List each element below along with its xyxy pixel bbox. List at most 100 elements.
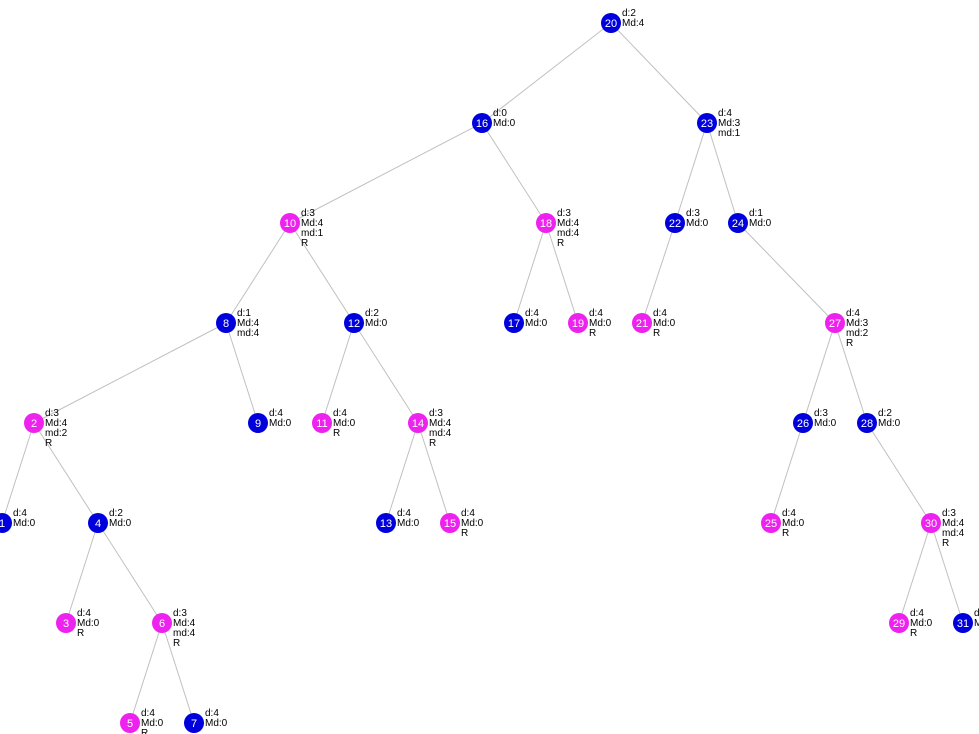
node-info-line: R bbox=[301, 238, 308, 249]
tree-edge bbox=[898, 522, 932, 624]
tree-node-15: 15d:4Md:0R bbox=[440, 508, 484, 539]
node-circle bbox=[504, 313, 524, 333]
tree-edge bbox=[65, 522, 99, 624]
node-info-line: d:2 bbox=[109, 508, 123, 519]
node-id-label: 3 bbox=[63, 618, 69, 630]
node-id-label: 15 bbox=[444, 518, 456, 530]
node-circle bbox=[472, 113, 492, 133]
tree-node-8: 8d:1Md:4md:4 bbox=[216, 308, 260, 339]
node-circle bbox=[761, 513, 781, 533]
tree-node-18: 18d:3Md:4md:4R bbox=[536, 208, 580, 249]
node-info-line: Md:0 bbox=[878, 418, 901, 429]
node-circle bbox=[568, 313, 588, 333]
node-info-line: d:3 bbox=[45, 408, 59, 419]
tree-edge bbox=[802, 322, 836, 424]
node-info-line: R bbox=[942, 538, 949, 549]
node-info-line: Md:4 bbox=[173, 618, 196, 629]
node-info-line: Md:4 bbox=[557, 218, 580, 229]
node-id-label: 2 bbox=[31, 418, 37, 430]
edges-layer bbox=[1, 22, 964, 724]
tree-edge bbox=[161, 622, 195, 724]
node-info-line: Md:4 bbox=[237, 318, 260, 329]
node-info-line: R bbox=[45, 438, 52, 449]
node-info-line: Md:4 bbox=[622, 18, 645, 29]
node-info-line: d:4 bbox=[205, 708, 219, 719]
node-info-line: md:1 bbox=[301, 228, 324, 239]
tree-edge bbox=[737, 222, 836, 324]
tree-edge bbox=[866, 422, 932, 524]
node-info-line: Md:0 bbox=[141, 718, 164, 729]
node-info-line: md:4 bbox=[429, 428, 452, 439]
tree-node-13: 13d:4Md:0 bbox=[376, 508, 420, 533]
node-info-line: d:4 bbox=[525, 308, 539, 319]
tree-node-9: 9d:4Md:0 bbox=[248, 408, 292, 433]
tree-edge bbox=[129, 622, 163, 724]
node-circle bbox=[728, 213, 748, 233]
node-circle bbox=[632, 313, 652, 333]
node-id-label: 13 bbox=[380, 518, 392, 530]
node-id-label: 24 bbox=[732, 218, 744, 230]
tree-node-3: 3d:4Md:0R bbox=[56, 608, 100, 639]
node-id-label: 21 bbox=[636, 318, 648, 330]
node-info-line: d:2 bbox=[878, 408, 892, 419]
node-info-line: R bbox=[429, 438, 436, 449]
tree-node-2: 2d:3Md:4md:2R bbox=[24, 408, 68, 449]
node-id-label: 9 bbox=[255, 418, 261, 430]
node-info-line: d:3 bbox=[173, 608, 187, 619]
tree-edge bbox=[610, 22, 708, 124]
node-info-line: Md:0 bbox=[525, 318, 548, 329]
tree-edge bbox=[225, 322, 259, 424]
node-info-line: d:4 bbox=[974, 608, 979, 619]
node-info-line: md:1 bbox=[718, 128, 741, 139]
node-circle bbox=[184, 713, 204, 733]
node-info-line: Md:4 bbox=[301, 218, 324, 229]
node-info-line: d:4 bbox=[718, 108, 732, 119]
node-info-line: Md:0 bbox=[365, 318, 388, 329]
tree-node-16: 16d:0Md:0 bbox=[472, 108, 516, 133]
node-circle bbox=[120, 713, 140, 733]
node-id-label: 12 bbox=[348, 318, 360, 330]
tree-edge bbox=[674, 122, 708, 224]
node-circle bbox=[825, 313, 845, 333]
node-info-line: md:4 bbox=[942, 528, 965, 539]
node-info-line: d:4 bbox=[461, 508, 475, 519]
tree-edge bbox=[225, 222, 291, 324]
tree-edge bbox=[33, 322, 227, 424]
node-circle bbox=[665, 213, 685, 233]
node-info-line: Md:3 bbox=[846, 318, 869, 329]
tree-edge bbox=[33, 422, 99, 524]
node-circle bbox=[889, 613, 909, 633]
node-info-line: d:3 bbox=[686, 208, 700, 219]
node-id-label: 31 bbox=[957, 618, 969, 630]
node-info-line: R bbox=[589, 328, 596, 339]
tree-node-6: 6d:3Md:4md:4R bbox=[152, 608, 196, 649]
node-info-line: d:0 bbox=[493, 108, 507, 119]
node-circle bbox=[536, 213, 556, 233]
node-info-line: md:4 bbox=[173, 628, 196, 639]
node-id-label: 11 bbox=[316, 418, 327, 430]
tree-node-25: 25d:4Md:0R bbox=[761, 508, 805, 539]
tree-edge bbox=[481, 122, 547, 224]
node-id-label: 29 bbox=[893, 618, 905, 630]
node-info-line: d:4 bbox=[397, 508, 411, 519]
node-info-line: Md:4 bbox=[45, 418, 68, 429]
tree-edge bbox=[1, 422, 35, 524]
node-circle bbox=[376, 513, 396, 533]
tree-node-10: 10d:3Md:4md:1R bbox=[280, 208, 324, 249]
tree-node-12: 12d:2Md:0 bbox=[344, 308, 388, 333]
node-info-line: md:4 bbox=[557, 228, 580, 239]
node-circle bbox=[0, 513, 12, 533]
node-info-line: Md:0 bbox=[814, 418, 837, 429]
node-info-line: d:4 bbox=[141, 708, 155, 719]
node-info-line: d:4 bbox=[910, 608, 924, 619]
node-circle bbox=[344, 313, 364, 333]
tree-edge bbox=[545, 222, 579, 324]
tree-node-20: 20d:2Md:4 bbox=[601, 8, 645, 33]
node-circle bbox=[408, 413, 428, 433]
tree-node-29: 29d:4Md:0R bbox=[889, 608, 933, 639]
node-info-line: Md:0 bbox=[749, 218, 772, 229]
node-info-line: d:4 bbox=[782, 508, 796, 519]
tree-node-26: 26d:3Md:0 bbox=[793, 408, 837, 433]
